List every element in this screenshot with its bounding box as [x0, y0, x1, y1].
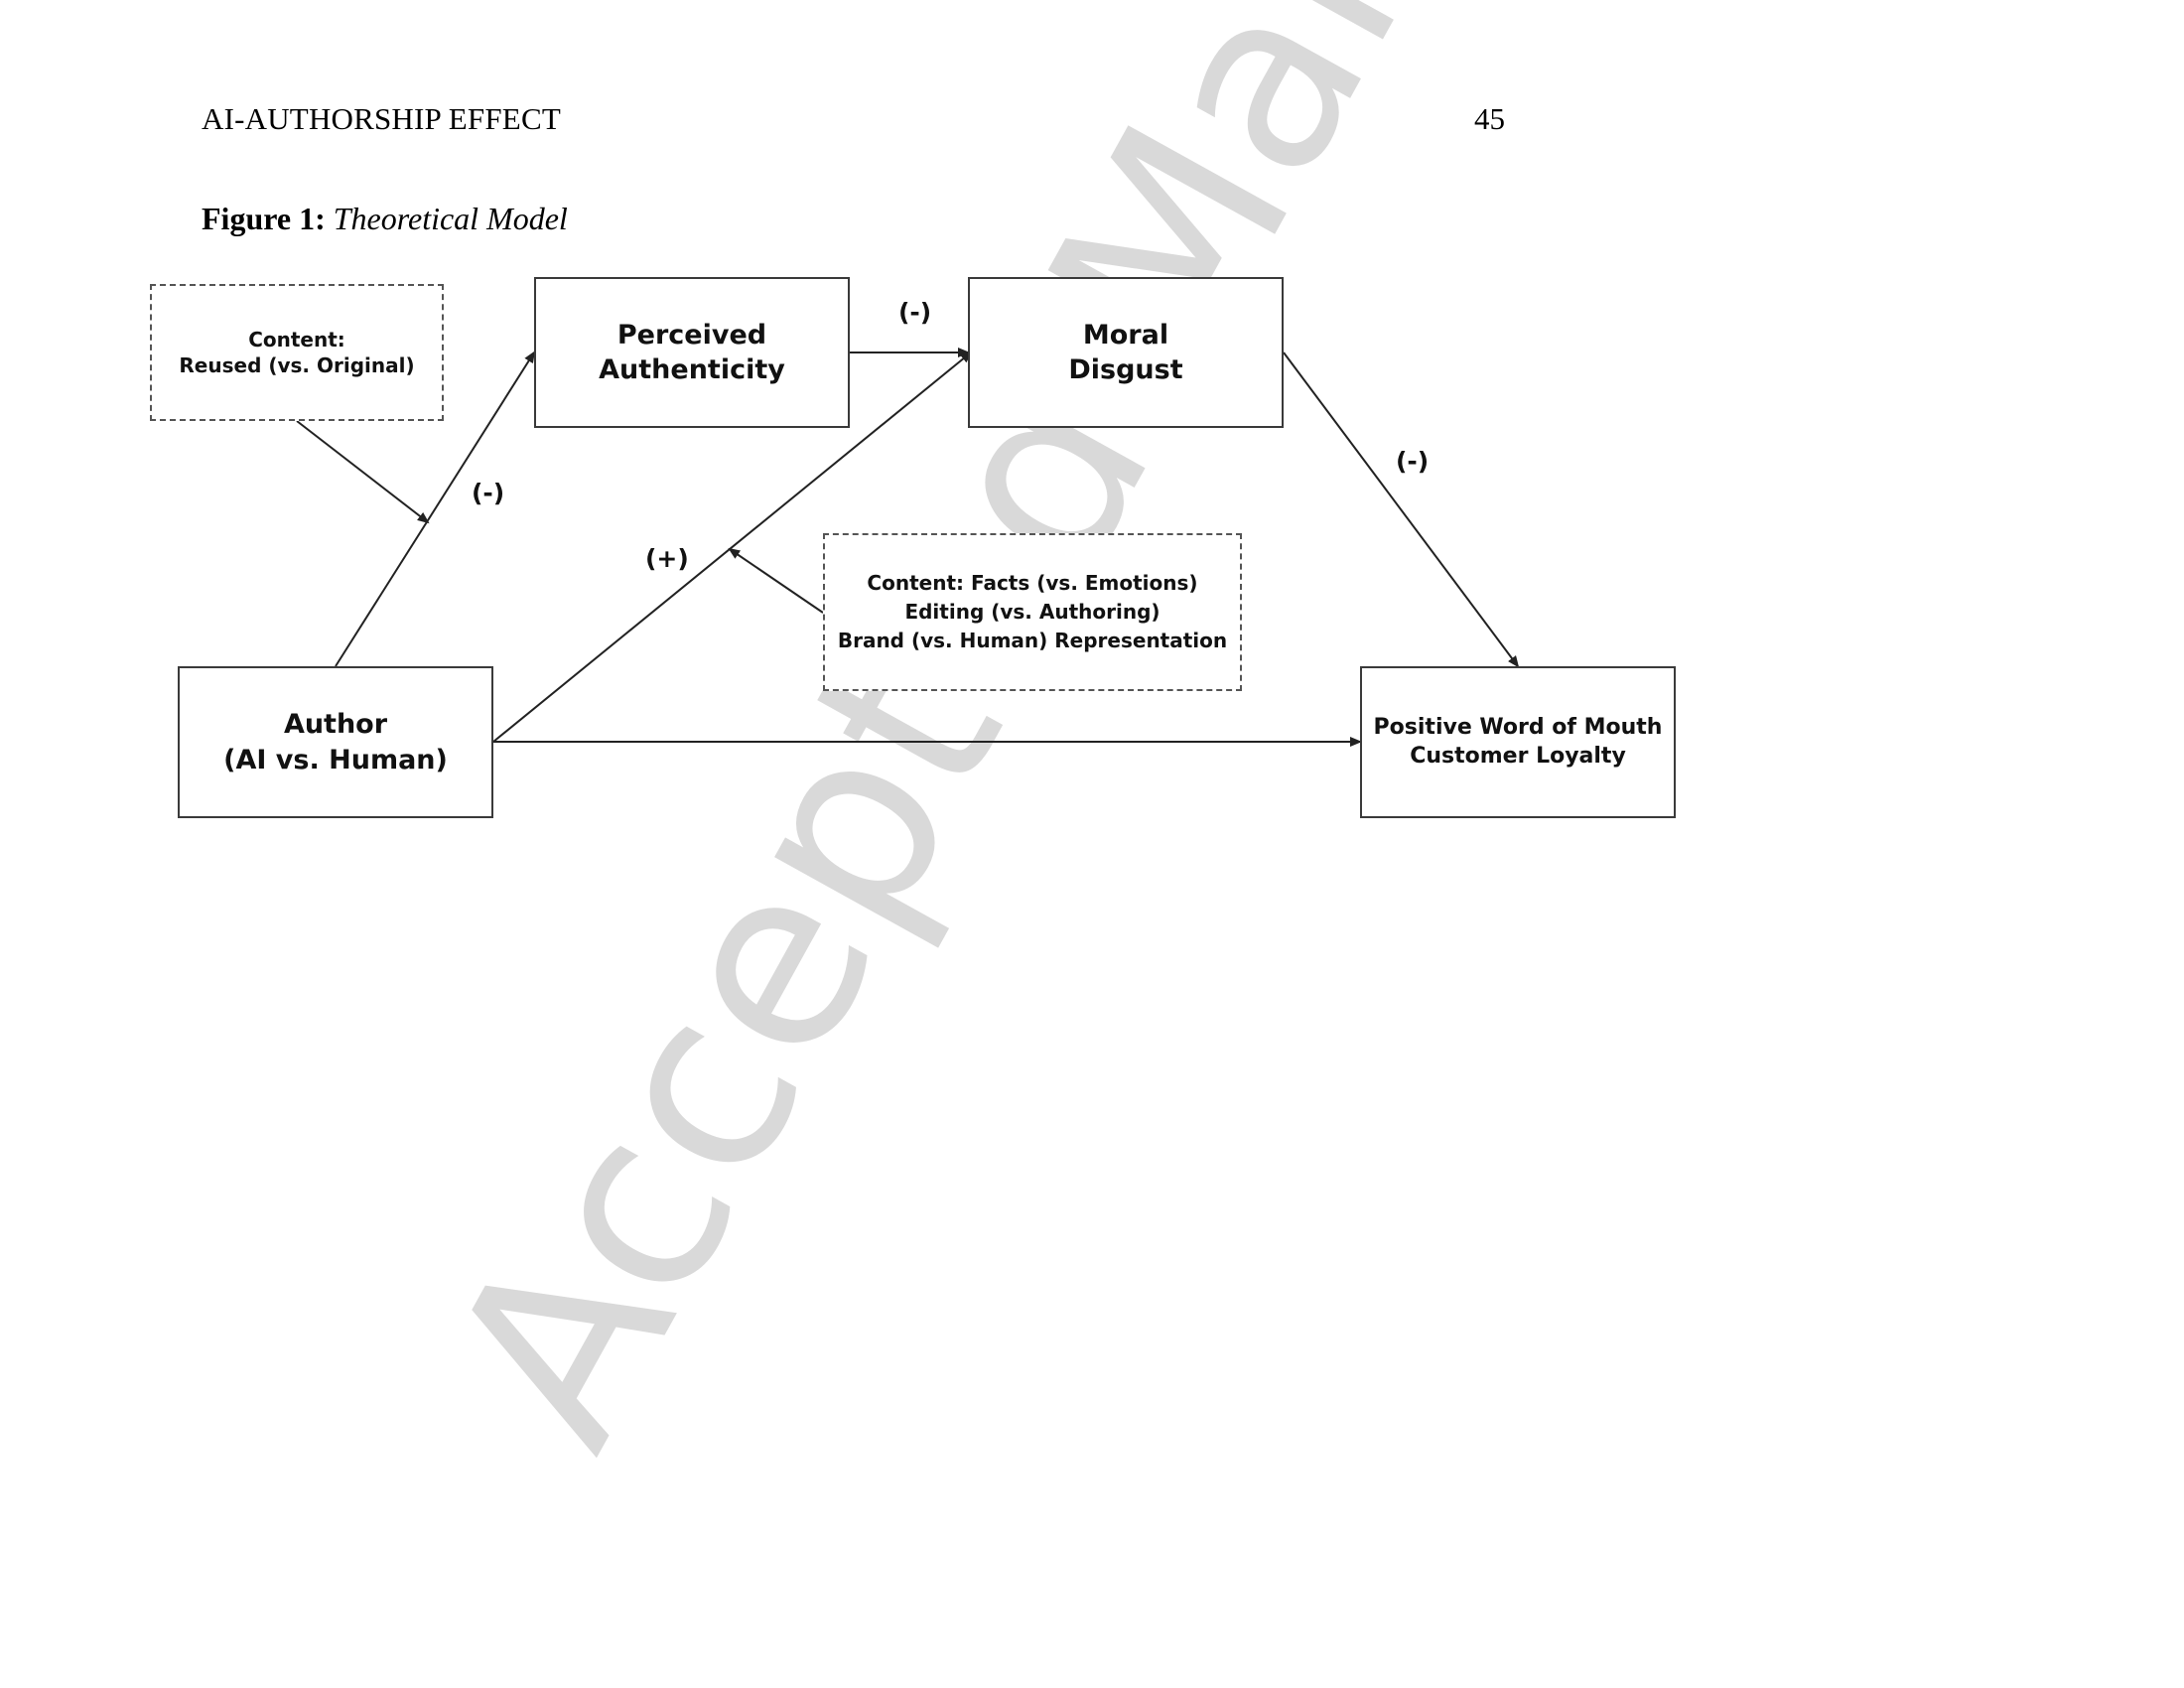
- node-line: Reused (vs. Original): [179, 353, 415, 377]
- node-line: Customer Loyalty: [1410, 743, 1626, 769]
- node-line: Disgust: [1068, 354, 1183, 385]
- node-line: Moral: [1082, 319, 1169, 351]
- page-number: 45: [1474, 101, 1505, 136]
- figure-title: Theoretical Model: [333, 201, 568, 236]
- figure-caption: Figure 1: Theoretical Model: [202, 201, 568, 237]
- node-line: Perceived: [616, 319, 767, 351]
- arrow-moderators: [728, 547, 824, 614]
- moderator-content-reused-box: Content: Reused (vs. Original): [150, 284, 444, 421]
- outcomes-box: Positive Word of Mouth Customer Loyalty: [1360, 666, 1676, 818]
- node-line: Positive Word of Mouth: [1373, 714, 1663, 740]
- perceived-authenticity-box: Perceived Authenticity: [534, 277, 850, 428]
- arrow-disgust-to-outcomes: [1283, 352, 1520, 668]
- moderators-box: Content: Facts (vs. Emotions) Editing (v…: [823, 533, 1242, 691]
- figure-label: Figure 1:: [202, 201, 326, 236]
- moral-disgust-box: Moral Disgust: [968, 277, 1284, 428]
- node-line: (AI vs. Human): [223, 744, 448, 775]
- running-head: AI-AUTHORSHIP EFFECT: [202, 101, 561, 136]
- node-line: Content: Facts (vs. Emotions): [867, 571, 1198, 595]
- node-line: Author: [283, 709, 388, 741]
- path-sign-author-disgust: (+): [645, 544, 689, 573]
- arrow-author-to-disgust: [492, 351, 973, 743]
- node-line: Brand (vs. Human) Representation: [837, 629, 1228, 652]
- path-sign-authenticity-disgust: (-): [898, 298, 932, 327]
- node-line: Authenticity: [599, 354, 785, 385]
- node-line: Content:: [248, 328, 345, 352]
- path-sign-author-authenticity: (-): [472, 479, 505, 507]
- arrow-author-to-authenticity: [335, 351, 536, 667]
- arrow-reused-moderator: [296, 420, 430, 524]
- author-box: Author (AI vs. Human): [178, 666, 493, 818]
- node-line: Editing (vs. Authoring): [904, 600, 1160, 624]
- path-sign-disgust-outcomes: (-): [1396, 447, 1430, 476]
